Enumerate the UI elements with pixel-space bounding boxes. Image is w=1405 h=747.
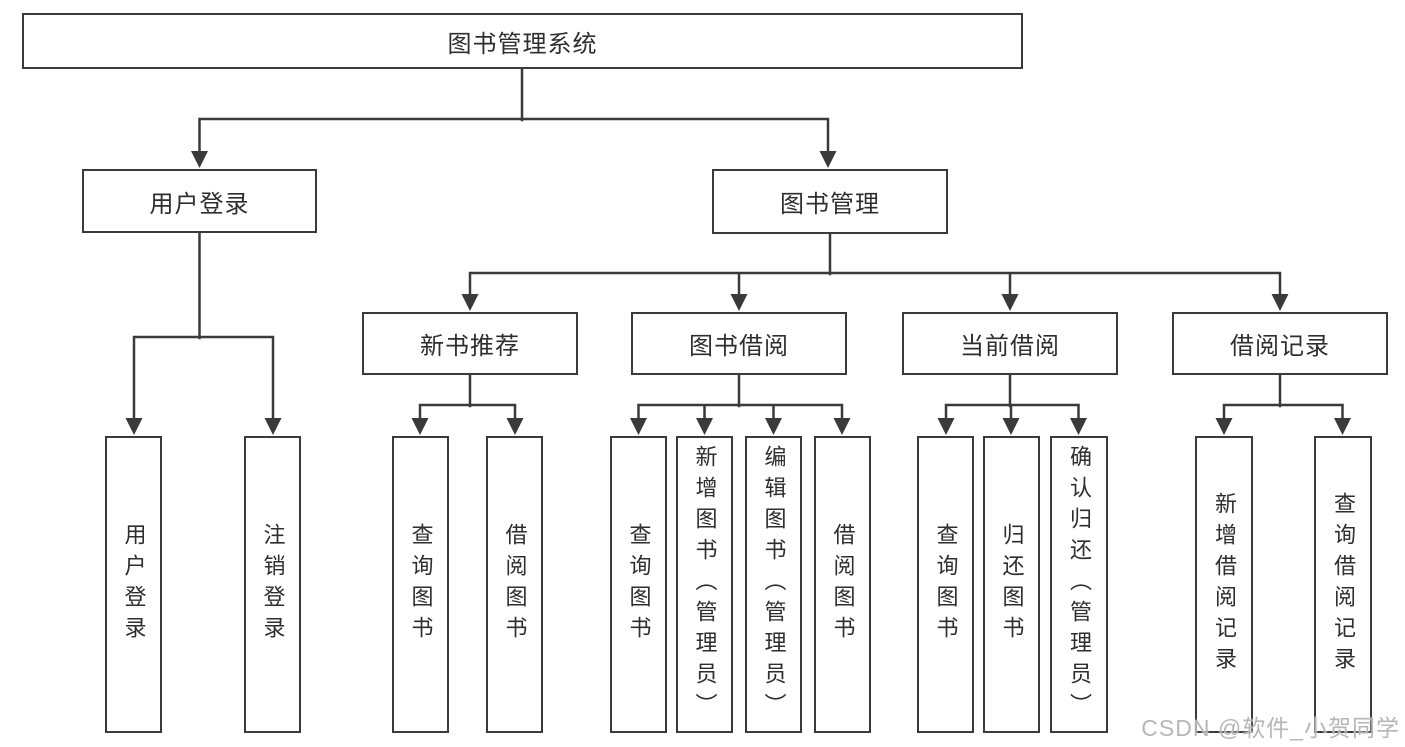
leaf-query-borrow-record: 查询借阅记录 (1314, 436, 1372, 733)
leaf-confirm-return-admin: 确认归还（管理员） (1050, 436, 1108, 733)
node-current-borrow: 当前借阅 (902, 312, 1118, 375)
leaf-logout: 注销登录 (244, 436, 301, 733)
node-new-book-recommend: 新书推荐 (362, 312, 578, 375)
leaf-query-books-borrow: 查询图书 (610, 436, 667, 733)
watermark: CSDN @软件_小贺同学 (1141, 715, 1400, 741)
leaf-borrow-books-recommend: 借阅图书 (486, 436, 543, 733)
leaf-query-books-recommend: 查询图书 (392, 436, 449, 733)
leaf-borrow-books: 借阅图书 (814, 436, 871, 733)
leaf-query-books-current: 查询图书 (917, 436, 974, 733)
leaf-user-login: 用户登录 (105, 436, 162, 733)
leaf-add-book-admin: 新增图书（管理员） (676, 436, 733, 733)
node-book-borrow: 图书借阅 (631, 312, 847, 375)
leaf-edit-book-admin: 编辑图书（管理员） (745, 436, 802, 733)
leaf-add-borrow-record: 新增借阅记录 (1195, 436, 1253, 733)
node-root: 图书管理系统 (22, 13, 1023, 69)
node-user-login: 用户登录 (82, 169, 317, 233)
leaf-return-book: 归还图书 (983, 436, 1040, 733)
node-book-management: 图书管理 (712, 169, 948, 234)
node-borrow-records: 借阅记录 (1172, 312, 1388, 375)
